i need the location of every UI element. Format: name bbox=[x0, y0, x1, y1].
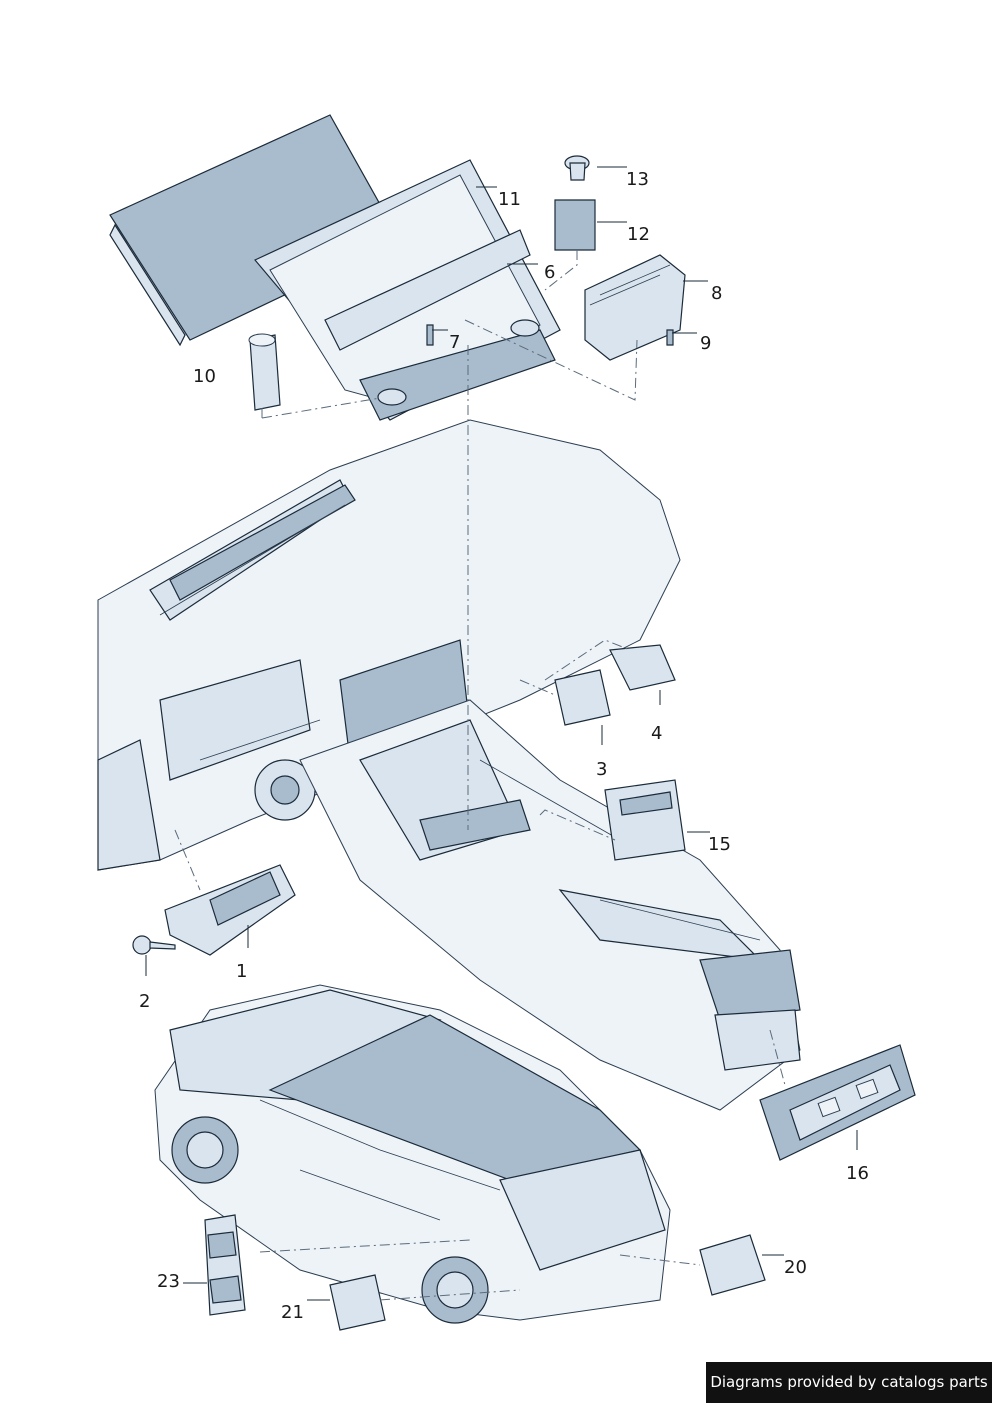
callout-9[interactable]: 9 bbox=[700, 333, 712, 354]
leader-lines bbox=[145, 166, 858, 1301]
callout-12[interactable]: 12 bbox=[627, 224, 650, 245]
callout-16[interactable]: 16 bbox=[846, 1163, 869, 1184]
callout-7[interactable]: 7 bbox=[449, 332, 461, 353]
dashboard-illustration bbox=[97, 419, 801, 1111]
callout-23[interactable]: 23 bbox=[157, 1271, 180, 1292]
upper-parts bbox=[109, 114, 686, 421]
callout-11[interactable]: 11 bbox=[498, 189, 521, 210]
callout-2[interactable]: 2 bbox=[139, 991, 151, 1012]
assembly-lines bbox=[174, 250, 786, 1301]
callout-21[interactable]: 21 bbox=[281, 1302, 304, 1323]
vehicle-switches bbox=[204, 1214, 766, 1331]
callout-20[interactable]: 20 bbox=[784, 1257, 807, 1278]
callout-4[interactable]: 4 bbox=[651, 723, 663, 744]
callout-13[interactable]: 13 bbox=[626, 169, 649, 190]
side-switches bbox=[554, 644, 686, 861]
vehicle-illustration bbox=[154, 984, 671, 1324]
callout-1[interactable]: 1 bbox=[236, 961, 248, 982]
footer-credit: Diagrams provided by catalogs parts bbox=[706, 1362, 992, 1403]
rear-climate-panel bbox=[759, 1044, 916, 1161]
callout-6[interactable]: 6 bbox=[544, 262, 556, 283]
callout-15[interactable]: 15 bbox=[708, 834, 731, 855]
callout-8[interactable]: 8 bbox=[711, 283, 723, 304]
light-switch-assembly bbox=[132, 864, 296, 956]
callout-10[interactable]: 10 bbox=[193, 366, 216, 387]
callout-3[interactable]: 3 bbox=[596, 759, 608, 780]
